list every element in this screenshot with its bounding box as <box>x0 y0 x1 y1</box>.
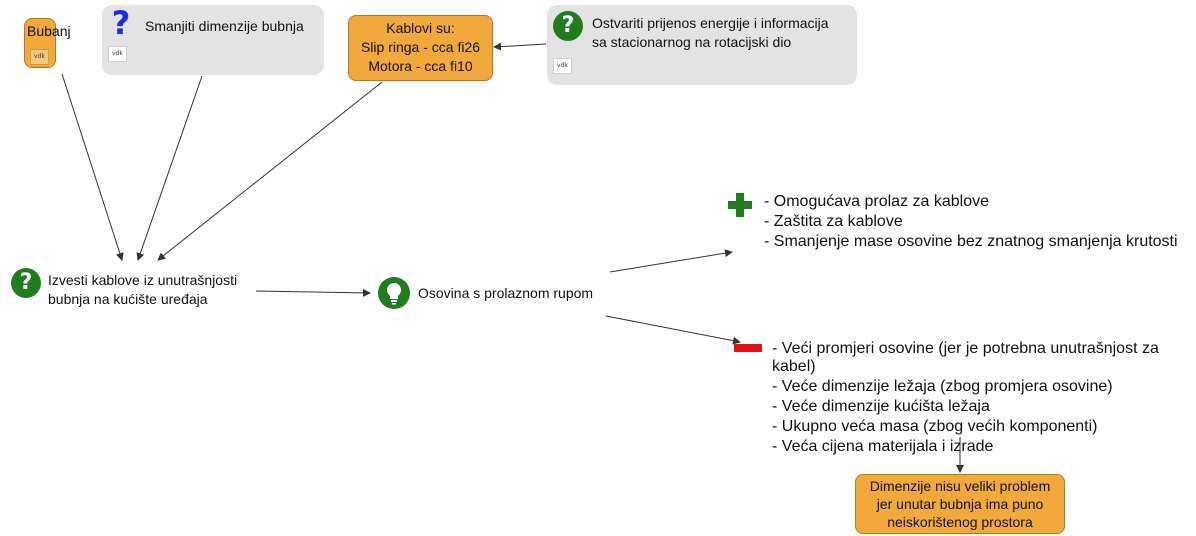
question-icon: ? <box>11 268 41 298</box>
edge-osovina-cons <box>605 315 741 345</box>
node-kablovi-line-1: Kablovi su: <box>386 20 455 36</box>
node-dimenzije-line-1: Dimenzije nisu veliki problem <box>869 478 1051 494</box>
vdk-tag[interactable]: vdk <box>30 49 49 65</box>
cons-list: - Veći promjeri osovine (jer je potrebna… <box>772 340 1196 456</box>
minus-icon <box>734 344 762 352</box>
edge-izvesti-osovina <box>255 288 371 297</box>
node-izvesti-line-1: Izvesti kablove iz unutrašnjosti <box>48 272 238 288</box>
node-ostvariti-line-2: sa stacionarnog na rotacijski dio <box>592 34 792 50</box>
node-kablovi[interactable]: Kablovi su: Slip ringa - cca fi26 Motora… <box>348 15 493 81</box>
node-dimenzije-line-3: neiskorištenog prostora <box>887 514 1033 530</box>
node-osovina-title: Osovina s prolaznom rupom <box>418 285 594 301</box>
node-bubanj[interactable]: Bubanj vdk <box>24 18 71 68</box>
node-smanjiti-title: Smanjiti dimenzije bubnja <box>145 18 304 34</box>
node-osovina[interactable]: Osovina s prolaznom rupom <box>418 285 618 302</box>
con-item: - Veća cijena materijala i izrade <box>772 438 994 455</box>
plus-icon <box>728 193 752 217</box>
lightbulb-glyph <box>387 283 401 305</box>
pro-item: - Zaštita za kablove <box>764 213 903 230</box>
edge-smanjiti-izvesti <box>136 75 203 261</box>
node-izvesti-line-2: bubnja na kućište uređaja <box>48 291 208 307</box>
con-item: - Veće dimenzije kućišta ležaja <box>772 398 990 415</box>
node-izvesti[interactable]: Izvesti kablove iz unutrašnjosti bubnja … <box>48 272 263 308</box>
question-icon: ? <box>553 11 583 41</box>
edge-osovina-pros <box>609 249 733 273</box>
node-dimenzije-line-2: jer unutar bubnja ima puno <box>876 496 1044 512</box>
edge-ostvariti-kablovi <box>493 42 547 51</box>
pros-list: - Omogućava prolaz za kablove - Zaštita … <box>764 193 1178 251</box>
node-kablovi-line-3: Motora - cca fi10 <box>368 58 473 74</box>
pro-item: - Smanjenje mase osovine bez znatnog sma… <box>764 233 1178 250</box>
pro-item: - Omogućava prolaz za kablove <box>764 193 989 210</box>
edge-bubanj-izvesti <box>61 73 124 261</box>
vdk-tag[interactable]: vdk <box>108 46 127 62</box>
node-smanjiti-dimenzije[interactable]: ? Smanjiti dimenzije bubnja vdk <box>102 5 324 75</box>
vdk-tag[interactable]: vdk <box>553 58 572 74</box>
con-item: - Veće dimenzije ležaja (zbog promjera o… <box>772 378 1113 395</box>
node-kablovi-line-2: Slip ringa - cca fi26 <box>360 39 481 55</box>
blue-question-icon: ? <box>111 4 131 42</box>
edge-kablovi-izvesti <box>157 81 383 261</box>
node-bubanj-title: Bubanj <box>27 23 71 39</box>
con-item: - Veći promjeri osovine (jer je potrebna… <box>772 340 1159 375</box>
con-item: - Ukupno veća masa (zbog većih komponent… <box>772 418 1098 435</box>
node-ostvariti[interactable]: ? Ostvariti prijenos energije i informac… <box>547 5 857 85</box>
node-ostvariti-line-1: Ostvariti prijenos energije i informacij… <box>592 15 829 31</box>
node-dimenzije[interactable]: Dimenzije nisu veliki problem jer unutar… <box>855 474 1065 534</box>
lightbulb-icon <box>378 277 410 309</box>
